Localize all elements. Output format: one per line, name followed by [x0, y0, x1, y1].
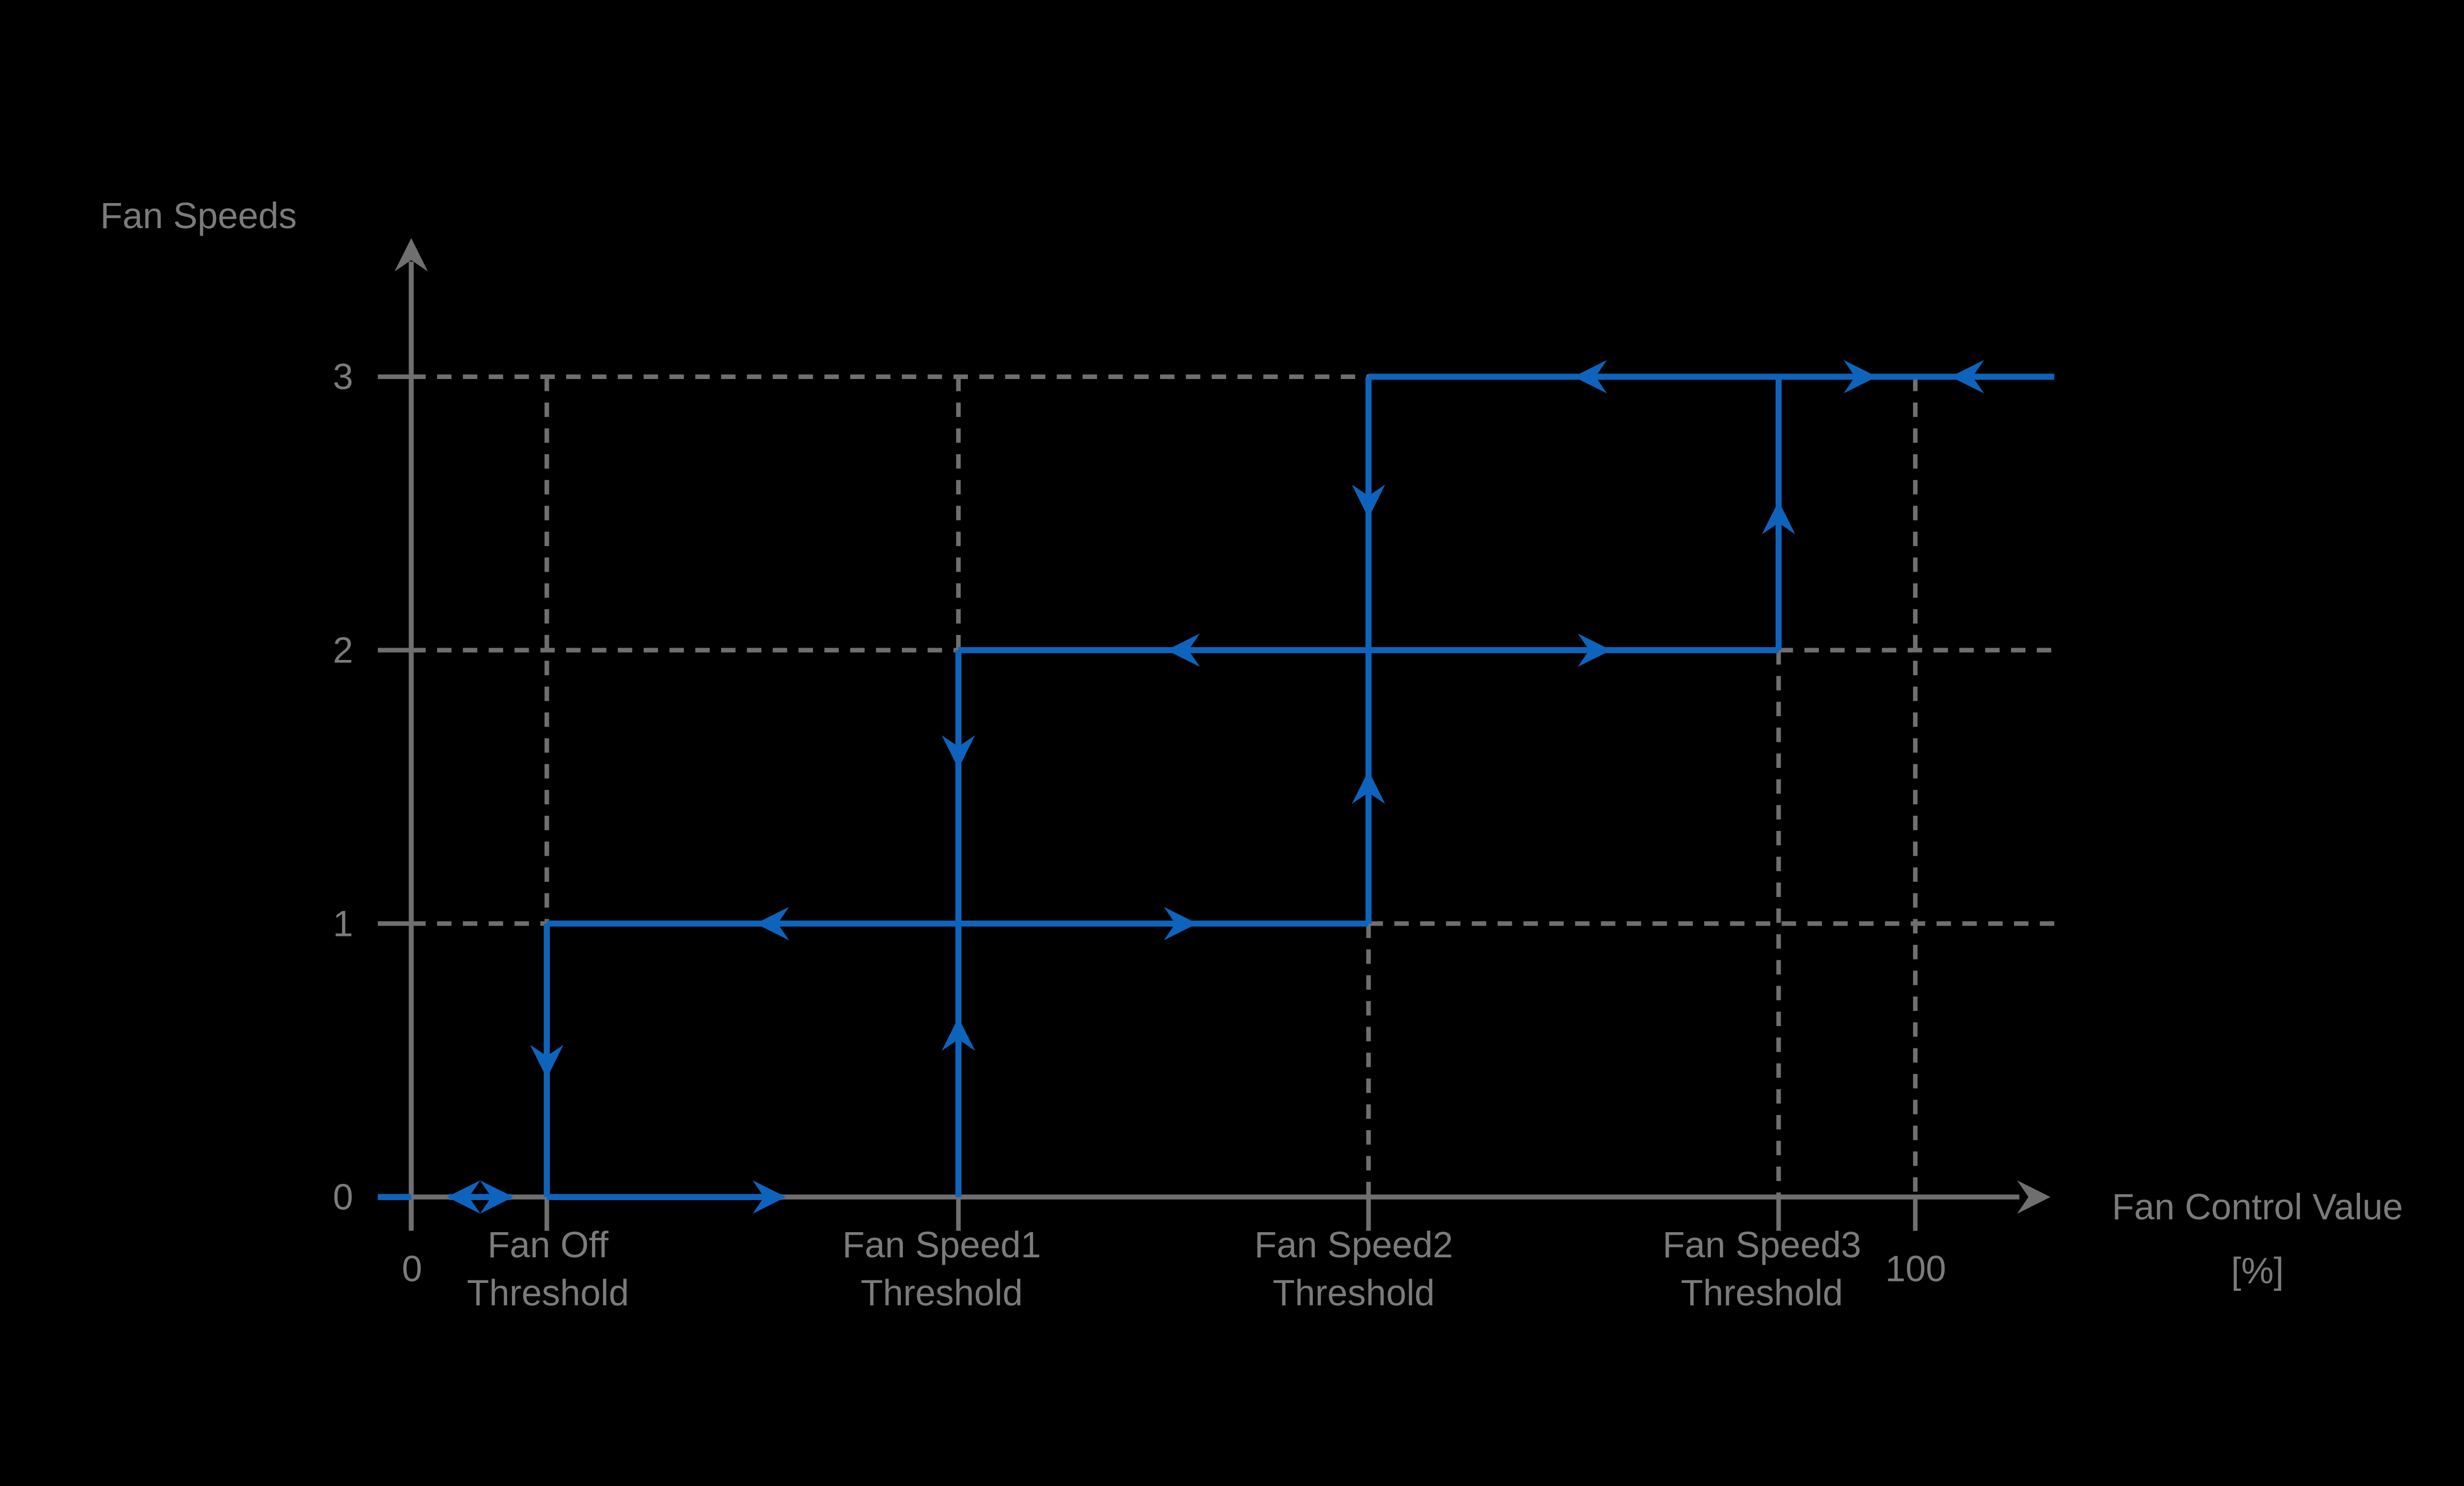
- hysteresis-arrow-down-icon: [1352, 484, 1385, 518]
- hysteresis-path: [377, 360, 2054, 1214]
- hysteresis-arrow-left-icon: [1951, 360, 1985, 394]
- hysteresis-arrow-right-icon: [1577, 633, 1611, 667]
- hysteresis-arrow-down-icon: [941, 735, 975, 769]
- y-tick-label-2: 2: [333, 630, 353, 671]
- hysteresis-arrow-right-icon: [479, 1180, 513, 1214]
- hysteresis-arrow-up-icon: [1352, 770, 1385, 804]
- y-axis-title: Fan Speeds: [100, 195, 297, 236]
- hysteresis-arrow-up-icon: [941, 1017, 975, 1051]
- hysteresis-arrow-down-icon: [530, 1044, 564, 1078]
- x-tick-label-100: 100: [1885, 1248, 1946, 1289]
- hysteresis-arrow-left-icon: [1166, 633, 1200, 667]
- x-tick-label-speed3-line1: Fan Speed3: [1663, 1224, 1861, 1265]
- x-tick-label-speed2-line1: Fan Speed2: [1254, 1224, 1453, 1265]
- axes: [377, 238, 2051, 1231]
- hysteresis-arrow-right-icon: [1843, 360, 1877, 394]
- hysteresis-arrow-right-icon: [753, 1180, 787, 1214]
- y-tick-label-0: 0: [333, 1176, 353, 1217]
- x-tick-label-speed2-line2: Threshold: [1272, 1272, 1435, 1313]
- hysteresis-arrow-right-icon: [1164, 906, 1198, 940]
- y-axis-arrow-icon: [394, 238, 428, 272]
- x-tick-label-speed1-line2: Threshold: [860, 1272, 1023, 1313]
- hysteresis-arrow-left-icon: [755, 906, 789, 940]
- hysteresis-arrow-left-icon: [446, 1180, 480, 1214]
- x-tick-label-speed3-line2: Threshold: [1681, 1272, 1843, 1313]
- x-tick-label-0: 0: [402, 1248, 422, 1289]
- x-tick-label-fan-off-line2: Threshold: [467, 1272, 629, 1313]
- x-axis-arrow-icon: [2017, 1180, 2051, 1214]
- y-tick-label-3: 3: [333, 356, 353, 397]
- x-tick-label-fan-off-line1: Fan Off: [487, 1224, 609, 1265]
- x-axis-title-line1: Fan Control Value: [2112, 1186, 2403, 1227]
- hysteresis-arrow-up-icon: [1762, 501, 1796, 535]
- hysteresis-arrow-left-icon: [1574, 360, 1607, 394]
- y-tick-label-1: 1: [333, 903, 353, 944]
- dashed-gridlines: [411, 374, 2054, 1197]
- x-tick-label-speed1-line1: Fan Speed1: [842, 1224, 1041, 1265]
- x-axis-title-line2: [%]: [2231, 1250, 2284, 1291]
